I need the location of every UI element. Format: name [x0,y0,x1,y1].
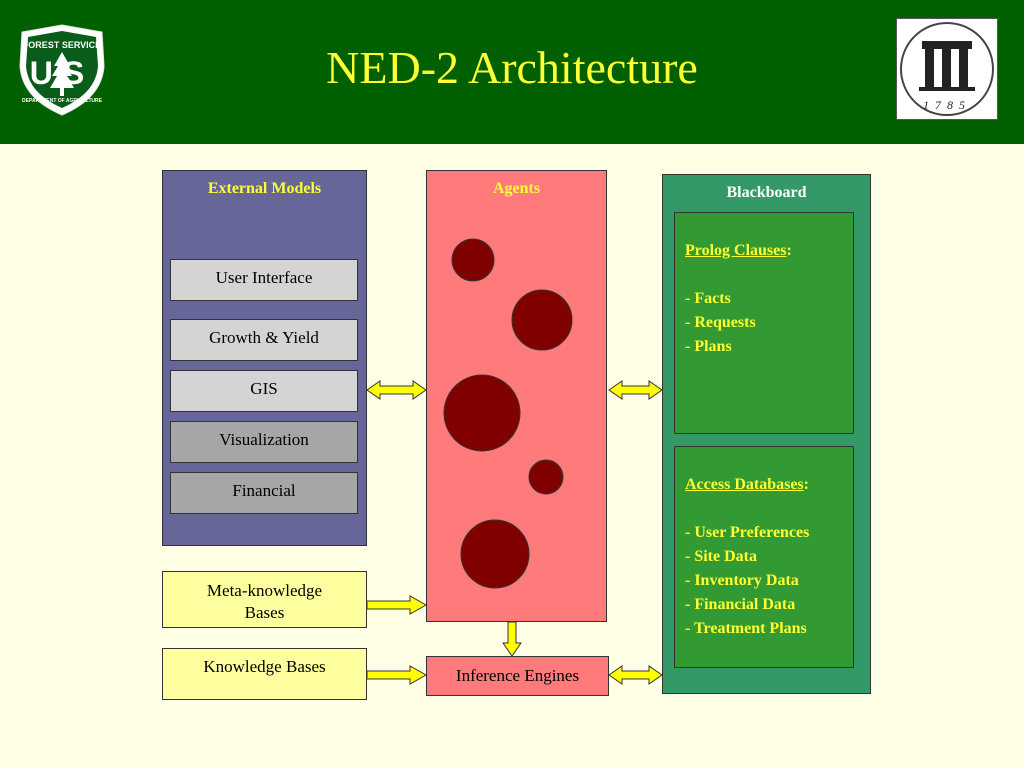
prolog-item: - Plans [685,338,732,355]
agents-title: Agents [492,180,541,197]
uga-arch-logo: 1785 [896,18,998,120]
agent-circle [451,238,495,282]
agent-circle [528,459,564,495]
access-item: - User Preferences [685,524,810,541]
access-item: - Inventory Data [685,572,799,589]
forest-service-logo: FOREST SERVICE US DEPARTMENT OF AGRICULT… [19,24,105,116]
module-visualization: Visualization [170,421,358,463]
agent-circle [511,289,573,351]
header-bar [0,0,1024,144]
access-databases-header: Access Databases [685,476,804,493]
agent-circle [460,519,530,589]
module-growth-yield: Growth & Yield [170,319,358,361]
svg-text:1785: 1785 [923,98,971,112]
prolog-clauses-box: Prolog Clauses: - Facts - Requests - Pla… [674,212,854,434]
arrow-meta-knowledge-agents [366,595,428,615]
external-models-title: External Models [207,180,322,197]
blackboard-title: Blackboard [726,184,807,201]
prolog-item: - Requests [685,314,756,331]
module-financial: Financial [170,472,358,514]
inference-engines-box: Inference Engines [426,656,609,696]
prolog-item: - Facts [685,290,731,307]
access-item: - Treatment Plans [685,620,807,637]
svg-text:FOREST SERVICE: FOREST SERVICE [23,40,101,50]
arrow-agents-inference [502,621,522,657]
access-item: - Site Data [685,548,757,565]
meta-knowledge-line2: Bases [244,603,285,622]
knowledge-bases-box: Knowledge Bases [162,648,367,700]
agent-circle [443,374,521,452]
double-arrow-inference-blackboard [608,665,663,685]
double-arrow-agents-blackboard [608,380,663,400]
page-title: NED-2 Architecture [326,42,698,93]
access-databases-box: Access Databases: - User Preferences - S… [674,446,854,668]
module-gis: GIS [170,370,358,412]
access-item: - Financial Data [685,596,796,613]
arrow-knowledge-inference [366,665,428,685]
agent-circles [443,238,573,589]
meta-knowledge-line1: Meta-knowledge [206,581,323,600]
module-user-interface: User Interface [170,259,358,301]
prolog-clauses-header: Prolog Clauses [685,242,787,259]
double-arrow-external-agents [366,380,427,400]
svg-text:DEPARTMENT OF AGRICULTURE: DEPARTMENT OF AGRICULTURE [22,98,103,104]
meta-knowledge-bases-box: Meta-knowledge Bases [162,571,367,628]
